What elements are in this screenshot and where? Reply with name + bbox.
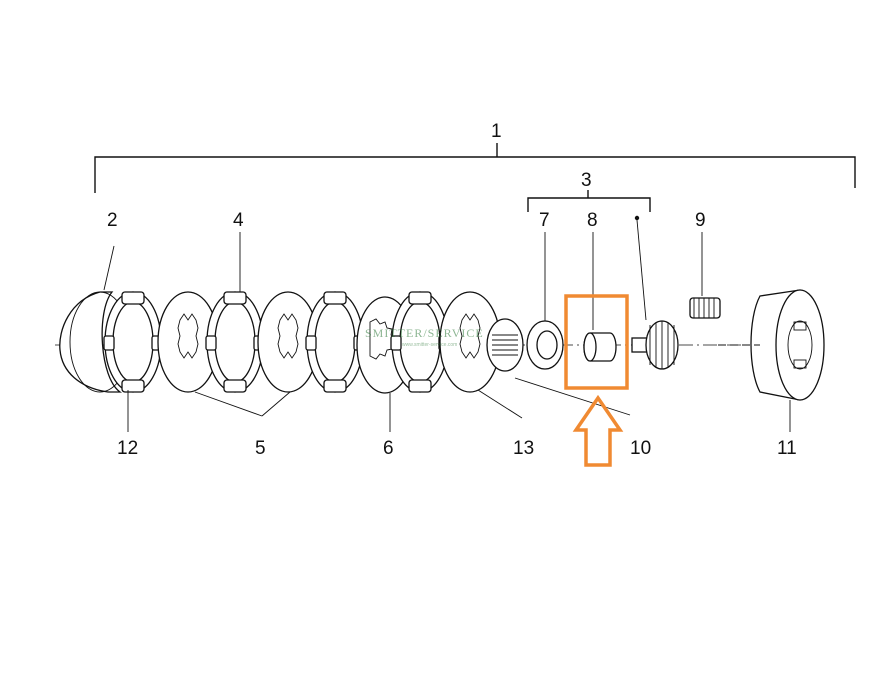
highlight-box (564, 294, 629, 390)
label-5: 5 (255, 438, 266, 459)
part-11-drum: 11 (718, 289, 825, 459)
label-11: 11 (777, 438, 797, 459)
part-10-hub: 10 (486, 318, 651, 459)
label-2: 2 (107, 210, 118, 231)
assembly-bracket-1: 1 (94, 121, 856, 193)
leader-5: 5 (194, 391, 291, 459)
part-7-bushing: 7 (526, 210, 564, 370)
highlight-arrow-up (572, 394, 624, 467)
part-13-disc: 13 (439, 291, 534, 459)
subassembly-bracket-3: 3 (527, 170, 651, 212)
part-12-retainer-ring: 12 (103, 291, 163, 459)
label-3: 3 (581, 170, 592, 191)
label-10: 10 (630, 438, 651, 459)
label-8: 8 (587, 210, 598, 231)
label-6: 6 (383, 438, 394, 459)
label-1: 1 (491, 121, 502, 142)
label-13: 13 (513, 438, 534, 459)
label-9: 9 (695, 210, 706, 231)
part-9-spring: 9 (689, 210, 721, 319)
label-4: 4 (233, 210, 244, 231)
watermark-text: SMITTER/SERVICE (365, 326, 484, 340)
retainer-near-6 (390, 291, 450, 393)
label-7: 7 (539, 210, 550, 231)
watermark-subtext: www.smitter-service.com (402, 342, 457, 348)
watermark: SMITTER/SERVICE www.smitter-service.com (365, 326, 484, 348)
part-4-retainer: 4 (205, 210, 265, 393)
part-8-sleeve: 8 (583, 210, 617, 362)
leader-dot (634, 215, 640, 221)
pinion-shaft (631, 215, 679, 370)
label-12: 12 (117, 438, 138, 459)
middle-retainer (305, 291, 365, 393)
